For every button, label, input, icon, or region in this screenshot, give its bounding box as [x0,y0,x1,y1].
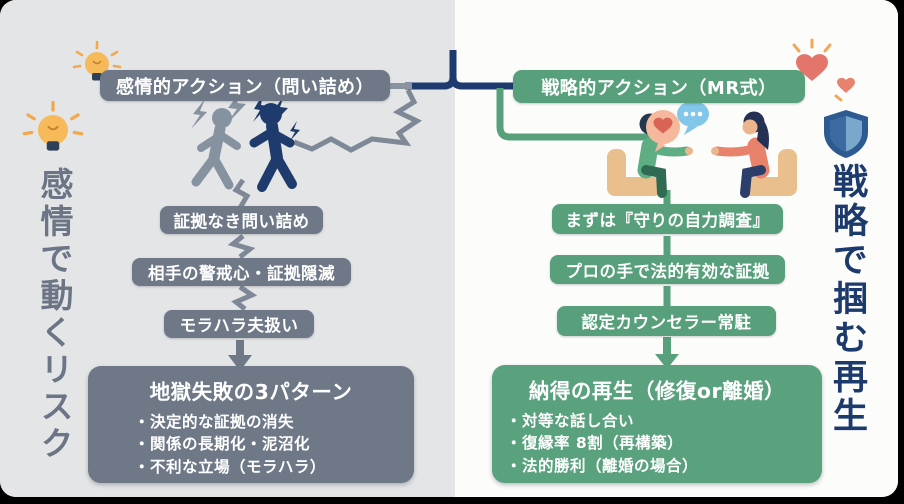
left-summary-box: 地獄失敗の3パターン ・決定的な証拠の消失 ・関係の長期化・泥沼化 ・不利な立場… [88,366,414,483]
right-summary-item: ・対等な話し合い [506,412,635,430]
right-summary-title: 納得の再生（修復or離婚） [528,379,786,403]
right-summary-item: ・復縁率 8割（再構築） [506,434,684,453]
right-step-3: 認定カウンセラー常駐 [557,306,776,336]
left-vertical-title: 感情で動くリスク [35,167,74,463]
left-top-action-label: 感情的アクション（問い詰め） [115,76,375,98]
right-summary-box: 納得の再生（修復or離婚） ・対等な話し合い ・復縁率 8割（再構築） ・法的勝… [492,365,822,483]
right-summary-item: ・法的勝利（離婚の場合） [506,456,699,475]
right-step-2: プロの手で法的有効な証拠 [550,255,785,284]
right-step-1: まずは『守りの自力調査』 [552,204,783,234]
left-step-3: モラハラ夫扱い [164,310,314,338]
left-step-1: 証拠なき問い詰め [160,206,323,234]
right-top-action-box: 戦略的アクション（MR式） [513,70,805,103]
left-top-action-box: 感情的アクション（問い詰め） [100,70,390,101]
right-summary-list: ・対等な話し合い ・復縁率 8割（再構築） ・法的勝利（離婚の場合） [492,410,822,477]
left-summary-list: ・決定的な証拠の消失 ・関係の長期化・泥沼化 ・不利な立場（モラハラ） [88,411,414,478]
infographic-frame: 感情で動くリスク 感情的アクション（問い詰め） 証拠なき問い詰め 相手の警戒心・… [0,0,898,497]
left-step-2: 相手の警戒心・証拠隠滅 [132,258,351,286]
left-summary-item: ・関係の長期化・泥沼化 [134,435,311,454]
left-summary-item: ・決定的な証拠の消失 [134,413,295,431]
left-summary-title: 地獄失敗の3パターン [149,380,353,404]
right-vertical-title: 戦略で掴む再生 [827,163,867,436]
left-summary-item: ・不利な立場（モラハラ） [134,457,326,476]
right-top-action-label: 戦略的アクション（MR式） [541,77,777,99]
